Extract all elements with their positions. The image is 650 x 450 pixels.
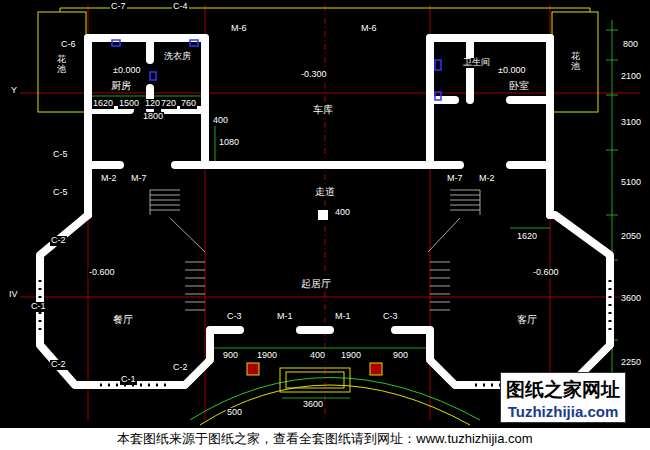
plan-label: M-6: [230, 24, 248, 34]
plan-label: C-1: [120, 375, 137, 385]
plan-label: 1080: [218, 138, 240, 148]
plan-label: C-5: [52, 188, 69, 198]
plan-label: M-7: [446, 174, 464, 184]
plan-label: 1620: [92, 99, 114, 109]
plan-label: -0.300: [300, 70, 328, 80]
plan-label: 2050: [620, 232, 642, 242]
fixtures: [112, 40, 441, 100]
plan-label: 3100: [620, 118, 642, 128]
grid-lines: [20, 5, 640, 420]
plan-label: 2100: [620, 72, 642, 82]
plan-label: M-6: [360, 24, 378, 34]
plan-label: 3600: [620, 294, 642, 304]
watermark-text: 图纸之家网址: [501, 377, 625, 403]
plan-label: -0.600: [532, 268, 560, 278]
window-marks: [40, 38, 610, 385]
plan-label: C-6: [60, 40, 77, 50]
plan-label: 1620: [516, 232, 538, 242]
plan-label: 3600: [302, 400, 324, 410]
watermark-box: 图纸之家网址Tuzhizhijia.com: [500, 372, 626, 423]
plan-label: 花池: [56, 55, 67, 75]
plan-label: M-1: [334, 312, 352, 322]
plan-label: C-2: [172, 363, 189, 373]
plan-label: 400: [309, 351, 326, 361]
plan-label: C-2: [50, 236, 67, 246]
plan-label: C-4: [172, 2, 189, 12]
walls: [40, 38, 610, 385]
plan-label: 900: [222, 351, 239, 361]
plan-label: 400: [212, 116, 229, 126]
room-name: 厨房: [110, 80, 132, 91]
plan-label: 1900: [256, 351, 278, 361]
room-name: 卧室: [508, 80, 530, 91]
plan-label: 500: [226, 408, 243, 418]
plan-label: C-7: [110, 2, 127, 12]
plan-label: 洗衣房: [163, 52, 192, 62]
plan-label: C-2: [50, 360, 67, 370]
room-name: 起居厅: [300, 278, 332, 289]
plan-label: Y: [10, 86, 18, 96]
plan-label: -0.600: [88, 268, 116, 278]
plan-label: 卫生间: [462, 58, 491, 68]
plan-label: M-2: [478, 174, 496, 184]
plan-label: M-2: [100, 174, 118, 184]
plan-label: 800: [622, 40, 639, 50]
plan-label: 120: [144, 99, 161, 109]
plan-label: M-7: [130, 174, 148, 184]
plan-label: C-5: [52, 150, 69, 160]
plan-label: 900: [392, 351, 409, 361]
columns: [247, 210, 382, 375]
plan-label: ±0.000: [112, 66, 141, 76]
plan-label: 760: [180, 99, 197, 109]
room-name: 餐厅: [112, 314, 134, 325]
dimension-lines: [88, 20, 618, 398]
watermark-text: Tuzhizhijia.com: [501, 403, 625, 420]
plan-label: 5100: [620, 178, 642, 188]
plan-label: C-1: [30, 302, 47, 312]
flower-beds: [38, 8, 598, 425]
plan-label: C-3: [226, 312, 243, 322]
room-name: 走道: [314, 186, 336, 197]
plan-label: 2250: [620, 358, 642, 368]
caption: 本套图纸来源于图纸之家，查看全套图纸请到网址：www.tuzhizhijia.c…: [0, 428, 650, 450]
plan-label: 1900: [340, 351, 362, 361]
plan-label: 720: [160, 99, 177, 109]
plan-label: ±0.000: [497, 66, 526, 76]
stairs: [150, 190, 480, 310]
room-name: 客厅: [516, 314, 538, 325]
room-name: 车库: [312, 104, 334, 115]
plan-label: 1500: [118, 99, 140, 109]
plan-label: 1800: [142, 112, 164, 122]
plan-label: IV: [8, 290, 19, 300]
plan-label: 花池: [570, 52, 581, 72]
plan-label: C-3: [382, 312, 399, 322]
plan-label: 400: [334, 208, 351, 218]
plan-label: M-1: [276, 312, 294, 322]
